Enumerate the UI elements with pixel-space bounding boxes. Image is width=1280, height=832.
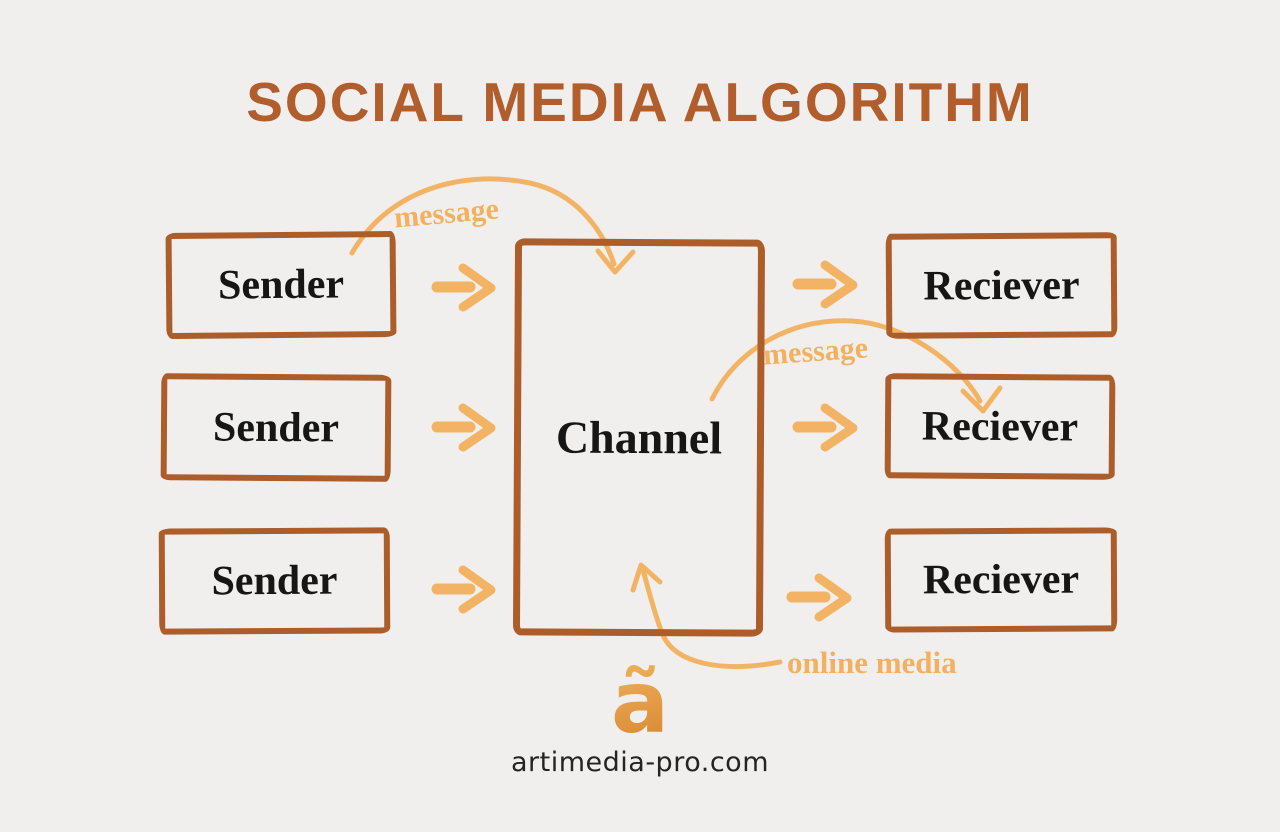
reciever-box-1: Reciever bbox=[885, 232, 1118, 339]
website-url: artimedia-pro.com bbox=[510, 747, 769, 778]
arrow-sender3-to-channel-icon bbox=[431, 565, 496, 614]
arrow-sender2-to-channel-icon bbox=[431, 403, 496, 452]
arrow-sender1-to-channel-icon bbox=[431, 263, 496, 312]
reciever-box-2: Reciever bbox=[884, 373, 1116, 480]
online-media-annotation: online media bbox=[787, 645, 957, 681]
sender-3-label: Sender bbox=[211, 557, 338, 605]
reciever-3-label: Reciever bbox=[922, 556, 1080, 604]
message-annotation-middle: message bbox=[761, 331, 869, 372]
sender-box-2: Sender bbox=[160, 373, 392, 482]
arrow-channel-to-reciever2-icon bbox=[792, 403, 858, 452]
artimedia-logo-icon: ã bbox=[0, 660, 1280, 746]
arrow-channel-to-reciever3-icon bbox=[786, 573, 852, 622]
arrow-channel-to-reciever1-icon bbox=[792, 260, 858, 309]
sender-box-3: Sender bbox=[158, 527, 391, 635]
reciever-2-label: Reciever bbox=[921, 402, 1079, 451]
sender-box-1: Sender bbox=[165, 230, 397, 340]
page-title: SOCIAL MEDIA ALGORITHM bbox=[246, 71, 1034, 133]
channel-label: Channel bbox=[555, 411, 723, 464]
channel-box: Channel bbox=[512, 238, 766, 637]
reciever-1-label: Reciever bbox=[923, 261, 1080, 310]
message-annotation-top: message bbox=[392, 192, 501, 235]
reciever-box-3: Reciever bbox=[884, 527, 1118, 633]
sender-2-label: Sender bbox=[212, 404, 340, 451]
sender-1-label: Sender bbox=[217, 261, 345, 309]
